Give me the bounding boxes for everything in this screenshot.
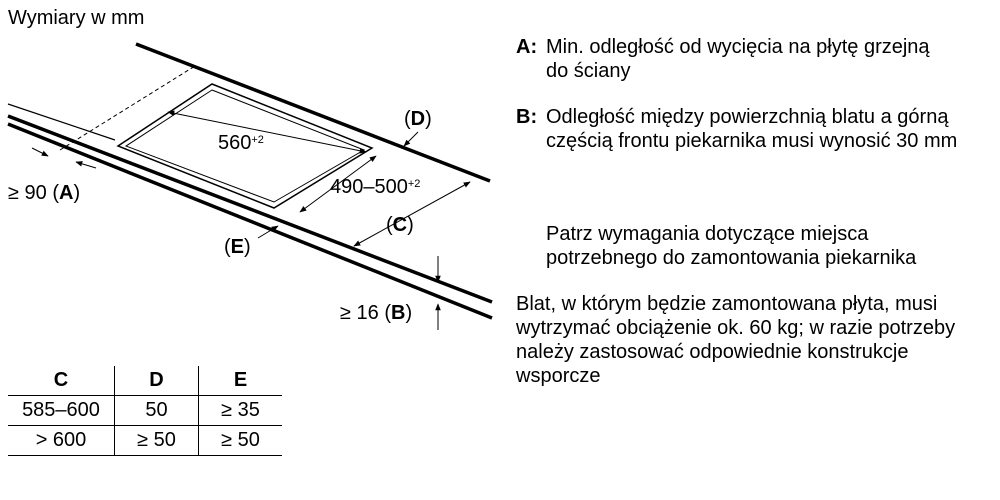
table-row: > 600 ≥ 50 ≥ 50: [8, 425, 282, 456]
depth-value: 490–500: [330, 176, 408, 198]
note-oven: Patrz wymagania dotyczące miejsca potrze…: [546, 223, 917, 269]
table-header-row: C D E: [8, 366, 282, 396]
worktop-front-edge-bottom: [7, 122, 493, 320]
worktop-front-edge-top: [7, 114, 493, 304]
note-load: Blat, w którym będzie zamontowana płyta,…: [516, 293, 956, 387]
a-dimension-arrow-left: [31, 147, 49, 157]
note-a-text: Min. odległość od wycięcia na płytę grze…: [546, 36, 930, 82]
table-header-c: C: [8, 366, 115, 396]
table-header-e: E: [198, 366, 282, 396]
table-cell: ≥ 35: [198, 395, 282, 426]
worktop-back-edge: [135, 42, 491, 183]
table-row: 585–600 50 ≥ 35: [8, 395, 282, 426]
table-cell: ≥ 50: [114, 425, 199, 456]
wall-dashed-line: [59, 65, 196, 151]
width-label: 560+2: [218, 131, 264, 155]
oven-front-line: [7, 103, 116, 141]
a-dimension-arrow-right: [75, 161, 97, 169]
depth-tolerance: +2: [407, 177, 421, 190]
depth-label: 490–500+2: [330, 175, 420, 199]
note-b-text: Odległość między powierzchnią blatu a gó…: [546, 106, 958, 152]
table-cell: 585–600: [8, 395, 115, 426]
table-cell: > 600: [8, 425, 115, 456]
note-a-key: A:: [516, 36, 538, 58]
note-b-key: B:: [516, 106, 538, 128]
label-d: (D): [404, 108, 432, 130]
table-cell: ≥ 50: [198, 425, 282, 456]
label-e: (E): [224, 236, 251, 258]
label-b: ≥ 16 (B): [340, 302, 413, 324]
dimensions-table: C D E 585–600 50 ≥ 35 > 600 ≥ 50 ≥ 50: [8, 366, 282, 456]
label-a: ≥ 90 (A): [8, 182, 81, 204]
d-dimension-arrow: [403, 131, 419, 147]
note-a: A: Min. odległość od wycięcia na płytę g…: [516, 35, 986, 83]
depth-dimension-arrow: [299, 155, 377, 213]
header-title: Wymiary w mm: [8, 7, 145, 29]
width-tolerance: +2: [251, 133, 264, 146]
e-dimension-arrow: [257, 225, 279, 239]
label-c: (C): [386, 214, 414, 236]
width-dimension-arrow: [167, 110, 367, 154]
width-value: 560: [218, 132, 252, 154]
table-header-d: D: [114, 366, 199, 396]
note-b: B: Odległość między powierzchnią blatu a…: [516, 105, 986, 153]
c-dimension-arrow: [353, 181, 471, 247]
table-cell: 50: [114, 395, 199, 426]
